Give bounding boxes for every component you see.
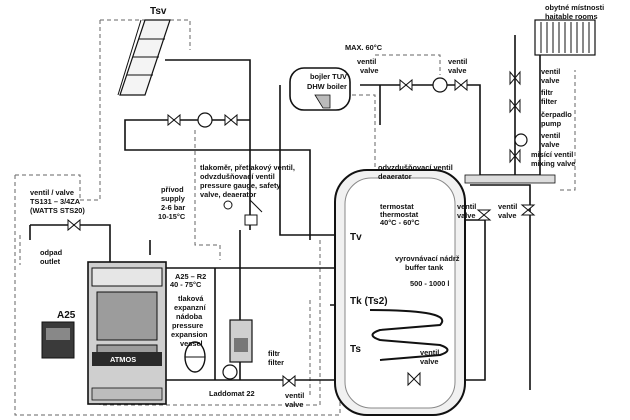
label-valve-en: valve [360,66,379,75]
label-pump-cz: čerpadlo [541,110,572,119]
label-safety-1: tlakoměr, přetlakový ventil, [200,163,295,172]
safety-group [223,199,263,226]
label-outlet-en: outlet [40,257,61,266]
label-valve-cz: ventil [541,131,560,140]
label-a25-r2: A25 – R2 [175,272,206,281]
label-mix-valve-cz: misící ventil [531,150,573,159]
label-temp-range: 40 - 75°C [170,280,202,289]
label-thermostat-cz: termostat [380,202,414,211]
label-filter-cz: filtr [541,88,553,97]
atmos-boiler [87,261,167,405]
label-ts131-2: TS131 – 3/4ZA [30,197,81,206]
label-deaerator-cz: odvzdušňovací ventil [378,163,453,172]
label-pump-en: pump [541,119,562,128]
label-tsv: Tsv [150,6,167,17]
label-filter-cz: filtr [268,349,280,358]
expansion-vessel [184,341,206,373]
label-safety-4: valve, deaerator [200,190,256,199]
label-valve-en: valve [498,211,517,220]
label-thermostat-en: thermostat [380,210,419,219]
a25-controller [41,321,75,359]
label-tv: Tv [350,232,362,243]
label-tk: Tk (Ts2) [350,296,388,307]
label-radiators-cz: obytné místnosti [545,3,604,12]
label-laddomat: Laddomat 22 [209,389,255,398]
label-valve-en: valve [285,400,304,409]
label-valve-en: valve [420,357,439,366]
label-a25: A25 [57,310,76,321]
label-exp-2: expanzní [174,303,207,312]
label-valve-en: valve [541,76,560,85]
laddomat [222,319,253,380]
label-valve-cz: ventil [498,202,517,211]
label-boiler-en: DHW boiler [307,82,347,91]
label-exp-1: tlaková [178,294,204,303]
label-filter-en: filter [268,358,284,367]
label-atmos: ATMOS [110,355,136,364]
label-exp-4: pressure [172,321,203,330]
label-valve-cz: ventil [541,67,560,76]
label-valve-cz: ventil [420,348,439,357]
label-safety-3: pressure gauge, safety [200,181,281,190]
label-supply-2: supply [161,194,186,203]
label-supply-1: přívod [161,185,184,194]
label-valve-en: valve [457,211,476,220]
label-max-temp: MAX. 60°C [345,43,383,52]
label-exp-6: vessel [180,339,203,348]
label-mix-valve-en: mixing valve [531,159,575,168]
label-supply-3: 2-6 bar [161,203,185,212]
label-outlet-cz: odpad [40,248,63,257]
radiators [534,19,596,56]
label-tank-en: buffer tank [405,263,444,272]
pump-icon [197,77,528,147]
label-thermostat-range: 40°C - 60°C [380,218,420,227]
label-filter-en: filter [541,97,557,106]
label-valve-cz: ventil [457,202,476,211]
dhw-boiler: bojler TUV DHW boiler [289,67,351,111]
label-tank-volume: 500 - 1000 l [410,279,449,288]
label-boiler-cz: bojler TUV [310,72,347,81]
label-exp-3: nádoba [176,312,203,321]
label-valve-en: valve [541,140,560,149]
label-ts131-3: (WATTS STS20) [30,206,85,215]
label-ts131-1: ventil / valve [30,188,74,197]
label-supply-4: 10-15°C [158,212,186,221]
label-safety-2: odvzdušňovací ventil [200,172,275,181]
valve-icon [67,70,536,388]
label-ts: Ts [350,344,361,355]
buffer-tank [334,169,556,416]
label-valve-en: valve [448,66,467,75]
label-exp-5: expansion [171,330,208,339]
solar-collector [117,19,171,96]
label-valve-cz: ventil [357,57,376,66]
label-radiators-en: haitable rooms [545,12,598,21]
label-valve-cz: ventil [448,57,467,66]
label-valve-cz: ventil [285,391,304,400]
label-tank-cz: vyrovnávací nádrž [395,254,460,263]
label-deaerator-en: deaerator [378,172,412,181]
